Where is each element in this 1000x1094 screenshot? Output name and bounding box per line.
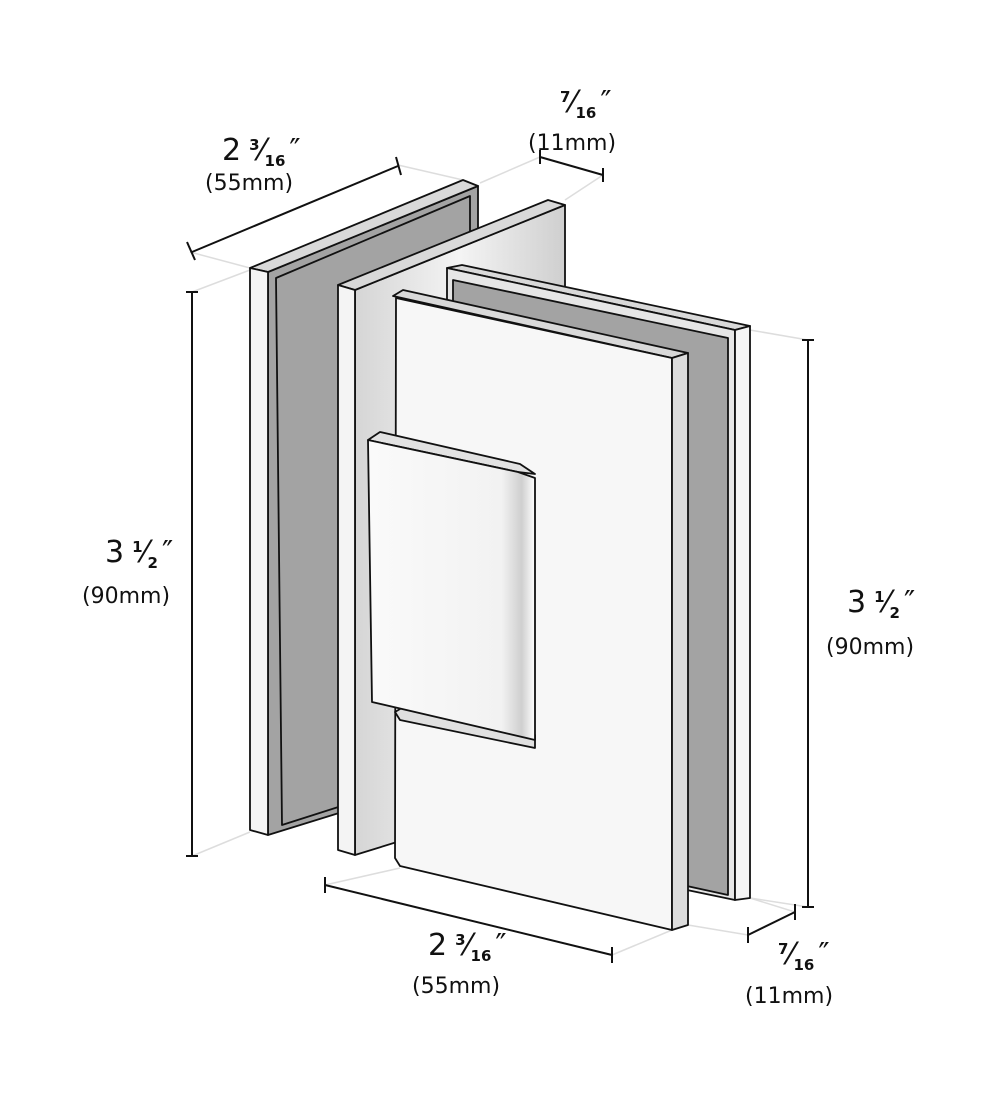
svg-text:7⁄16″: 7⁄16″ — [778, 937, 830, 974]
label-top-thickness: 7⁄16″ (11mm) — [528, 85, 616, 156]
svg-text:31⁄2″: 31⁄2″ — [847, 585, 915, 622]
svg-text:31⁄2″: 31⁄2″ — [105, 535, 173, 572]
svg-text:(55mm): (55mm) — [205, 171, 293, 196]
svg-text:(11mm): (11mm) — [745, 984, 833, 1009]
label-bottom-thickness: 7⁄16″ (11mm) — [745, 937, 833, 1009]
svg-text:(90mm): (90mm) — [826, 635, 914, 660]
svg-text:23⁄16″: 23⁄16″ — [222, 133, 301, 170]
extension-lines — [189, 156, 809, 956]
svg-text:(55mm): (55mm) — [412, 974, 500, 999]
svg-text:(90mm): (90mm) — [82, 584, 170, 609]
svg-text:7⁄16″: 7⁄16″ — [560, 85, 612, 122]
svg-text:(11mm): (11mm) — [528, 131, 616, 156]
hinge-knuckle — [367, 431, 536, 741]
dimension-lines — [186, 150, 814, 963]
svg-text:23⁄16″: 23⁄16″ — [428, 928, 507, 965]
